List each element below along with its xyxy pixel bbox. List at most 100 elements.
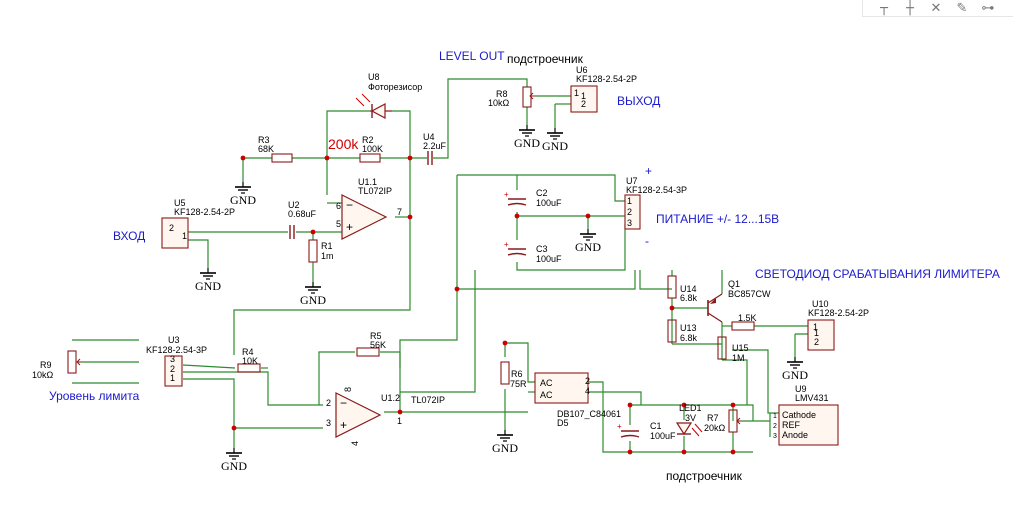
pencil-icon[interactable]: ✎	[956, 0, 968, 16]
junction-dot	[454, 286, 460, 292]
opamp-minus: −	[340, 396, 347, 410]
u10-value: KF128-2.54-2P	[808, 308, 869, 318]
u9-cathode: Cathode	[782, 410, 816, 420]
vhod-label: ВХОД	[113, 229, 145, 243]
u13-body	[667, 319, 677, 343]
u10-ref: U10	[812, 299, 829, 309]
gnd-symbol: GND	[575, 229, 601, 254]
u5-connector	[161, 217, 189, 249]
polarity-mark: +	[617, 422, 622, 431]
gnd-label: GND	[542, 139, 568, 153]
r4-value: 10K	[242, 356, 258, 366]
junction-dot	[681, 449, 687, 455]
polarity-mark: +	[504, 190, 509, 199]
pin-number: 2	[773, 423, 777, 430]
r8-body	[522, 86, 532, 108]
u9-ref-pin: REF	[782, 420, 801, 430]
opamp-minus: −	[346, 198, 353, 212]
d5-ref: D5	[557, 418, 569, 428]
pin-icon[interactable]: ┬	[880, 0, 888, 16]
wire-pwr-u12	[399, 175, 458, 368]
pin-number: 4	[585, 386, 590, 396]
pin-number: 2	[169, 223, 174, 233]
u4-value: 2.2uF	[423, 141, 447, 151]
gnd-label: GND	[514, 136, 540, 150]
u15-ref: U15	[732, 343, 749, 353]
gnd-label: GND	[575, 240, 601, 254]
pin-number: 2	[585, 376, 590, 386]
plus-label: +	[645, 164, 652, 178]
pin-number: 1	[182, 231, 187, 241]
wire-d5-ac1	[505, 342, 535, 383]
u5-ref: U5	[174, 198, 186, 208]
pin-alt-icon[interactable]: ┼	[906, 0, 914, 16]
wire-u3-r4	[182, 364, 236, 369]
u12-ref: U1.2	[381, 393, 400, 403]
u6-value: KF128-2.54-2P	[576, 74, 637, 84]
c1-ref: C1	[650, 421, 662, 431]
wire-r5-right	[380, 351, 401, 412]
u8-photoresistor	[355, 93, 392, 120]
u4-ref: U4	[423, 132, 435, 142]
gnd-symbol: GND	[195, 268, 221, 293]
r7-value: 20kΩ	[704, 423, 726, 433]
led1-diode	[675, 422, 703, 437]
r4-body	[237, 363, 261, 373]
opamp-plus: +	[346, 220, 353, 234]
opamp-plus: +	[340, 418, 347, 432]
junction-dot	[681, 402, 687, 408]
u3-connector	[164, 355, 183, 387]
r5-ref: R5	[370, 331, 382, 341]
r7-wiper	[736, 417, 742, 425]
u10-connector	[807, 319, 835, 351]
junction-dot	[730, 449, 736, 455]
pin-number: 5	[336, 219, 341, 229]
gnd-symbol: GND	[542, 128, 568, 153]
q1-transistor	[707, 293, 723, 323]
u9-chip	[778, 404, 839, 446]
u13-value: 6.8k	[680, 333, 698, 343]
r9-value: 10kΩ	[32, 370, 54, 380]
gnd-symbol: GND	[782, 357, 808, 382]
net-label-icon[interactable]: ⊶	[981, 0, 995, 16]
wire-u15-rail	[722, 359, 748, 405]
c2-value: 100uF	[536, 198, 562, 208]
pin-number: 1	[773, 413, 777, 420]
pin-number: 2	[581, 99, 586, 109]
pin-number: 1	[170, 373, 175, 383]
junction-dot	[627, 402, 633, 408]
pin-number: 1	[397, 416, 402, 426]
wire-led-top	[639, 270, 672, 290]
minus-label: -	[645, 234, 649, 248]
no-connect-icon[interactable]: ✕	[930, 0, 942, 16]
u11-ref: U1.1	[358, 177, 377, 187]
c3-ref: C3	[536, 244, 548, 254]
junction-dot	[730, 402, 736, 408]
pin-number: 2	[170, 364, 175, 374]
r8-ref: R8	[496, 89, 508, 99]
d5-bridge	[534, 372, 589, 404]
wire-c3-bottom	[516, 224, 626, 271]
pin-number: 3	[170, 354, 175, 364]
trimmer-note-bottom: подстроечник	[666, 469, 743, 483]
gnd-label: GND	[221, 459, 247, 473]
gnd-symbol: GND	[230, 182, 256, 207]
junction-dot	[231, 425, 237, 431]
u3-value: KF128-2.54-3P	[146, 345, 207, 355]
toolbar: ┬ ┼ ✕ ✎ ⊶	[862, 0, 1013, 17]
junction-dot	[514, 213, 520, 219]
led-title-label: СВЕТОДИОД СРАБАТЫВАНИЯ ЛИМИТЕРА	[755, 267, 1000, 281]
c3-value: 100uF	[536, 254, 562, 264]
u8-ref: U8	[368, 72, 380, 82]
r3-ref: R3	[258, 135, 270, 145]
junction-dot	[407, 214, 413, 220]
junction-dot	[627, 449, 633, 455]
wire-c1-rail	[630, 404, 754, 421]
trimmer-note-top: подстроечник	[507, 52, 584, 66]
junction-dot	[585, 213, 591, 219]
pin-number: 3	[627, 218, 632, 228]
r4-ref: R4	[242, 347, 254, 357]
u7-value: KF128-2.54-3P	[626, 185, 687, 195]
r7-ref: R7	[707, 413, 719, 423]
pin-number: 2	[326, 398, 331, 408]
